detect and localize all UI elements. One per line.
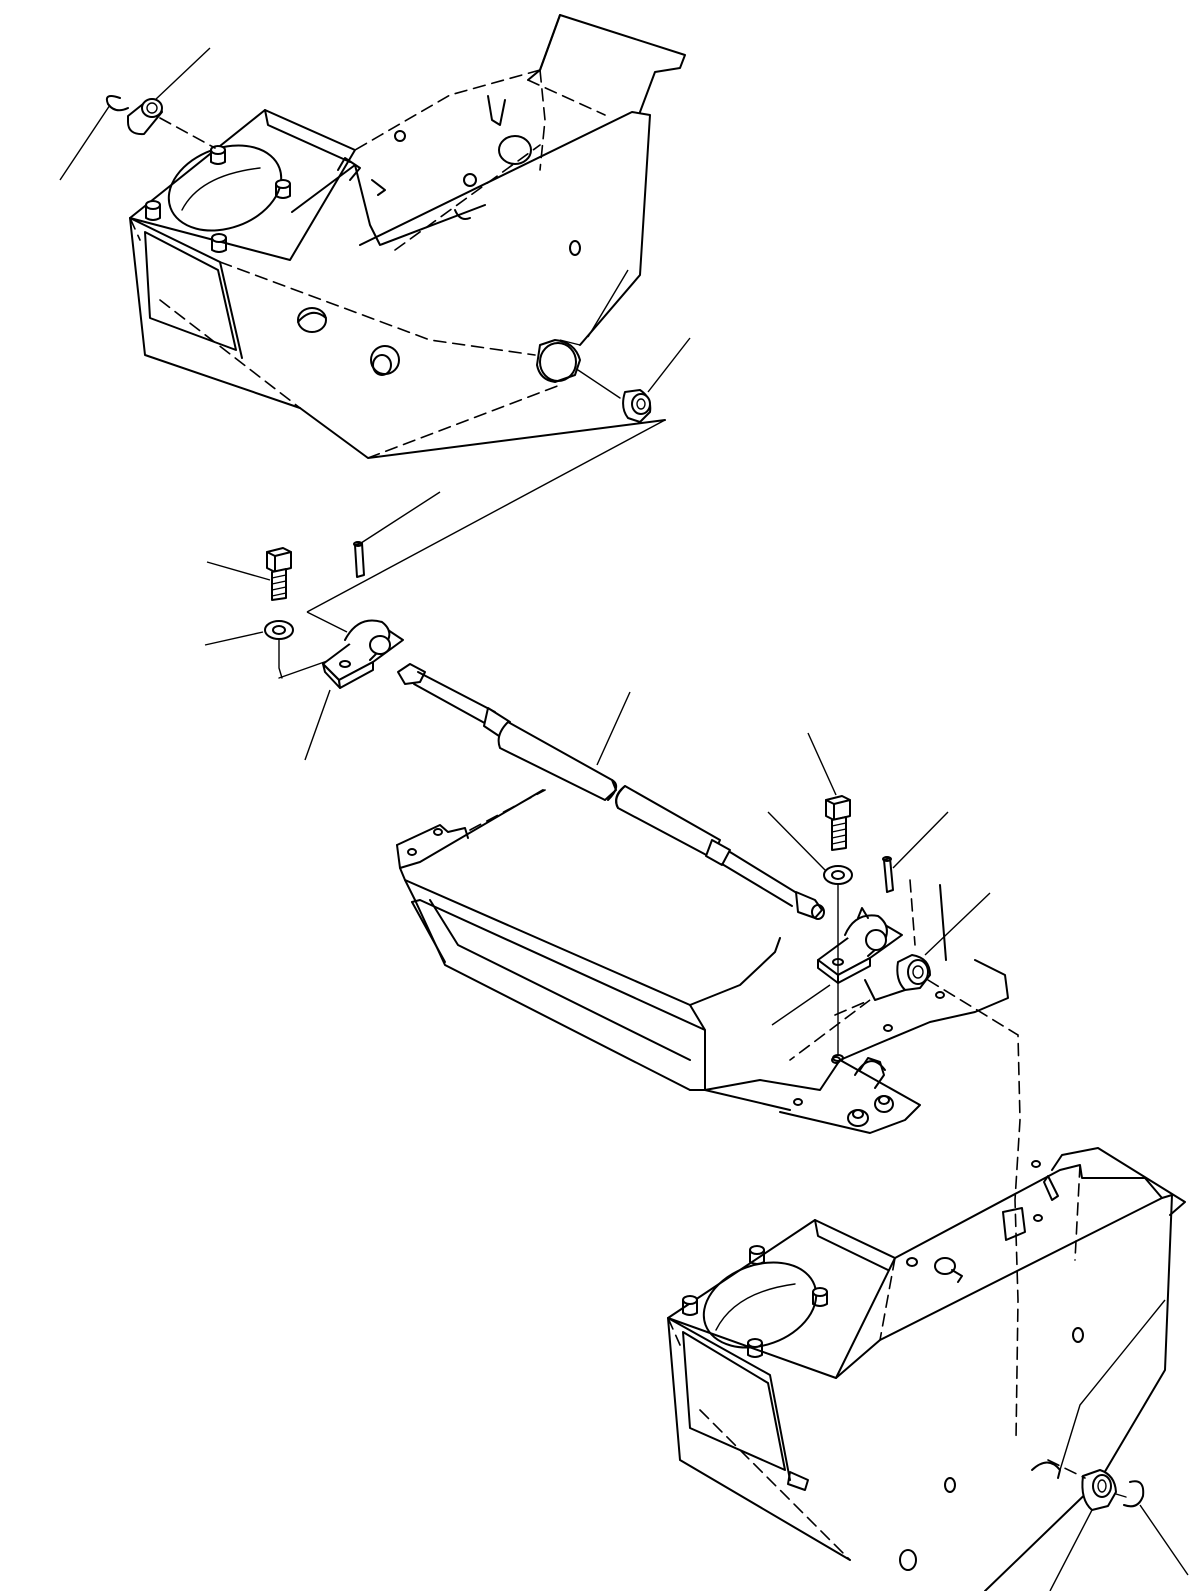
washer-left — [264, 620, 294, 640]
bushing-right — [896, 954, 931, 991]
rod — [397, 663, 825, 920]
pillow-block-right — [817, 907, 903, 984]
bushing-upper-right — [536, 339, 652, 423]
bushing-lower — [1081, 1469, 1117, 1511]
bolt-right — [825, 795, 851, 851]
pillow-block-left — [322, 619, 404, 689]
bushing-upper-left — [127, 98, 163, 136]
pin-right — [882, 856, 894, 893]
lower-console-housing — [667, 1147, 1186, 1591]
snap-ring-lower — [1123, 1480, 1145, 1508]
washer-right — [823, 865, 853, 885]
bolt-left — [266, 547, 292, 601]
floor-bracket-plate — [396, 789, 1009, 1134]
snap-ring-upper — [105, 95, 129, 112]
pin-left — [353, 541, 365, 578]
upper-console-housing — [129, 14, 686, 459]
